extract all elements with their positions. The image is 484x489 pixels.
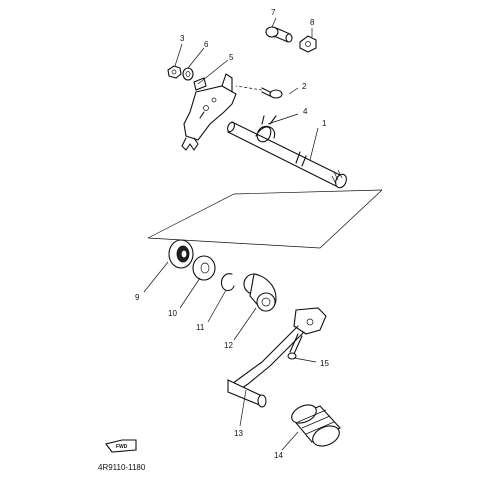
callout-10: 10: [168, 309, 177, 318]
callout-14: 14: [274, 451, 283, 460]
callout-3: 3: [180, 34, 185, 43]
callout-8: 8: [310, 18, 315, 27]
part-9-oil-seal: [168, 239, 194, 269]
shift-arm-plate: [181, 73, 237, 151]
part-13-shift-pedal: [227, 307, 327, 408]
callout-13: 13: [234, 429, 243, 438]
part-7-bolt: [265, 26, 293, 43]
callout-15: 15: [320, 359, 329, 368]
callout-numbers: 1 2 3 4 5 6 7 8 9 10 11 12 13 14 15: [135, 8, 329, 460]
callout-6: 6: [204, 40, 209, 49]
part-3-nut: [167, 65, 182, 79]
callout-11: 11: [196, 323, 205, 332]
part-11-circlip: [220, 273, 235, 292]
part-15-bolt: [287, 333, 303, 360]
part-5-collar: [193, 77, 207, 91]
callout-leaders: [143, 17, 319, 451]
drawing-code: 4R9110-1180: [98, 463, 146, 472]
part-4-spring: [255, 115, 277, 143]
part-2-bolt: [235, 85, 283, 99]
callout-7: 7: [271, 8, 276, 17]
part-8-washer: [299, 35, 317, 53]
callout-2: 2: [302, 82, 307, 91]
part-1-shift-shaft: [227, 121, 347, 189]
fwd-badge-label: FWD: [116, 444, 128, 450]
callout-9: 9: [135, 293, 140, 302]
callout-12: 12: [224, 341, 233, 350]
part-10-washer: [192, 255, 216, 281]
callout-5: 5: [229, 53, 234, 62]
part-12-rubber-boot: [243, 273, 277, 312]
part-14-pedal-rubber: [291, 404, 341, 447]
fwd-direction-badge: FWD: [105, 439, 137, 453]
callout-1: 1: [322, 119, 327, 128]
callout-4: 4: [303, 107, 308, 116]
assembly-reference-lines: [147, 189, 383, 249]
part-6-washer: [182, 67, 194, 81]
